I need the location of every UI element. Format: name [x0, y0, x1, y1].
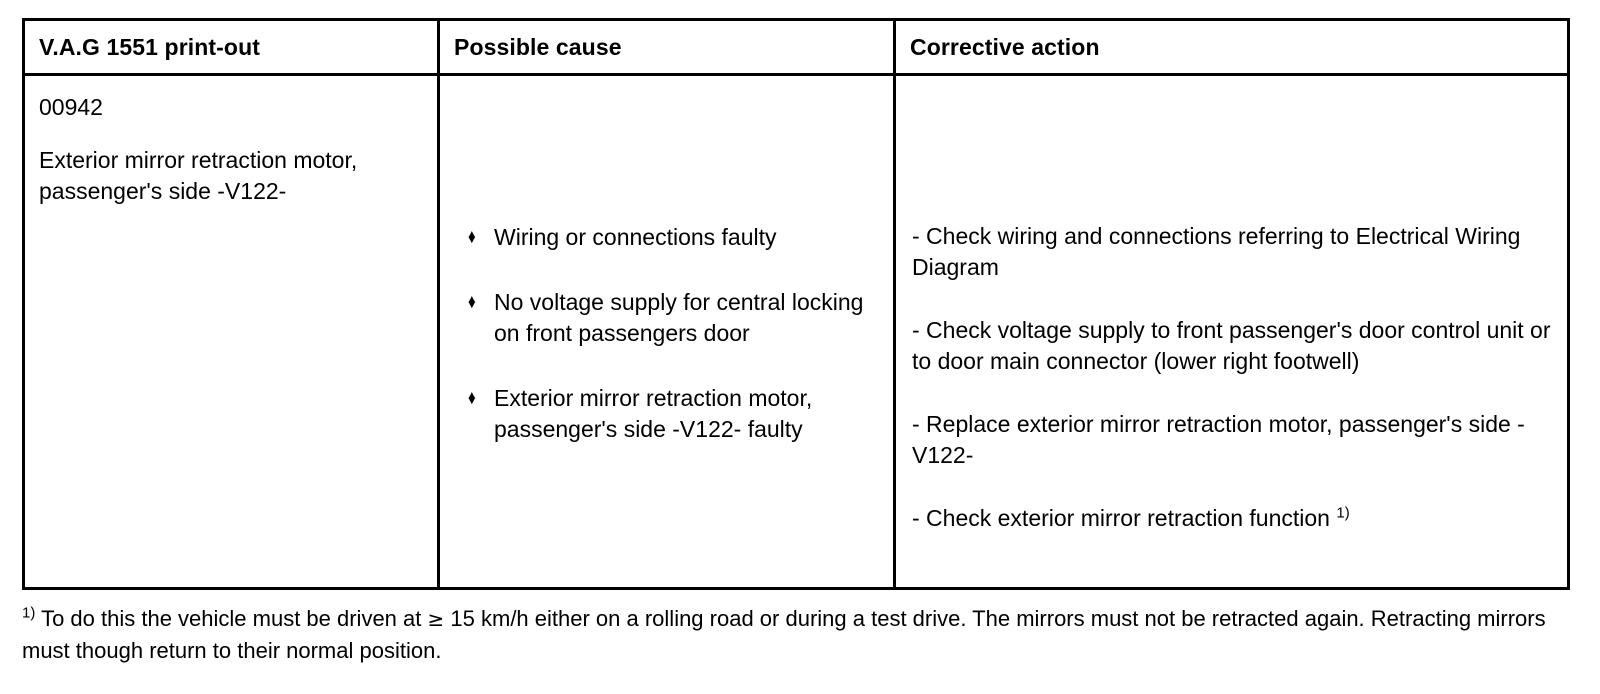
column-header-possible-cause: Possible cause [437, 19, 896, 76]
footnote-marker: 1) [22, 604, 36, 622]
column-header-possible-cause-label: Possible cause [454, 34, 622, 60]
column-header-print-out-label: V.A.G 1551 print-out [39, 34, 260, 60]
cell-possible-cause: ♦ Wiring or connections faulty ♦ No volt… [437, 74, 896, 589]
corrective-action-text: - Check wiring and connections referring… [912, 223, 1521, 280]
cell-print-out: 00942 Exterior mirror retraction motor, … [22, 74, 440, 589]
list-gap [468, 349, 879, 383]
table-row: 00942 Exterior mirror retraction motor, … [22, 74, 1570, 589]
column-header-print-out: V.A.G 1551 print-out [22, 19, 440, 76]
fault-code: 00942 [39, 94, 103, 120]
fault-description-line-2: passenger's side -V122- [39, 178, 287, 204]
list-gap [912, 283, 1553, 315]
corrective-action-text: - Replace exterior mirror retraction mot… [912, 411, 1525, 468]
list-gap [912, 377, 1553, 409]
possible-cause-content: ♦ Wiring or connections faulty ♦ No volt… [440, 76, 893, 445]
fault-description-line-1: Exterior mirror retraction motor, [39, 147, 358, 173]
footnote-text-before-symbol: To do this the vehicle must be driven at [41, 606, 422, 631]
corrective-action-text: - Check exterior mirror retraction funct… [912, 505, 1330, 531]
column-header-corrective-action-label: Corrective action [910, 34, 1100, 60]
diamond-bullet-icon: ♦ [468, 291, 476, 313]
possible-cause-text: No voltage supply for central locking on… [494, 289, 864, 346]
fault-code-table: V.A.G 1551 print-out Possible cause Corr… [22, 18, 1570, 590]
list-item: ♦ Wiring or connections faulty [468, 222, 879, 253]
footnote: 1) To do this the vehicle must be driven… [22, 603, 1572, 667]
possible-cause-text: Exterior mirror retraction motor, passen… [494, 385, 813, 442]
diamond-bullet-icon: ♦ [468, 387, 476, 409]
list-gap [468, 253, 879, 287]
column-header-corrective-action: Corrective action [893, 19, 1570, 76]
list-item: ♦ Exterior mirror retraction motor, pass… [468, 383, 879, 445]
corrective-action-text: - Check voltage supply to front passenge… [912, 317, 1551, 374]
greater-than-or-equal-icon: ≥ [427, 607, 445, 631]
possible-cause-text: Wiring or connections faulty [494, 224, 777, 250]
corrective-action-with-footnote: - Check exterior mirror retraction funct… [912, 503, 1553, 534]
print-out-content: 00942 Exterior mirror retraction motor, … [25, 76, 437, 207]
cell-corrective-action: - Check wiring and connections referring… [893, 74, 1570, 589]
diamond-bullet-icon: ♦ [468, 226, 476, 248]
top-spacer [468, 76, 879, 222]
footnote-text-after-symbol: 15 km/h either on a rolling road or duri… [22, 606, 1546, 663]
footnote-reference-marker: 1) [1336, 504, 1350, 522]
table-header-row: V.A.G 1551 print-out Possible cause Corr… [22, 19, 1570, 76]
corrective-action-content: - Check wiring and connections referring… [896, 76, 1567, 534]
top-spacer [912, 76, 1553, 221]
list-gap [912, 471, 1553, 503]
list-item: ♦ No voltage supply for central locking … [468, 287, 879, 349]
